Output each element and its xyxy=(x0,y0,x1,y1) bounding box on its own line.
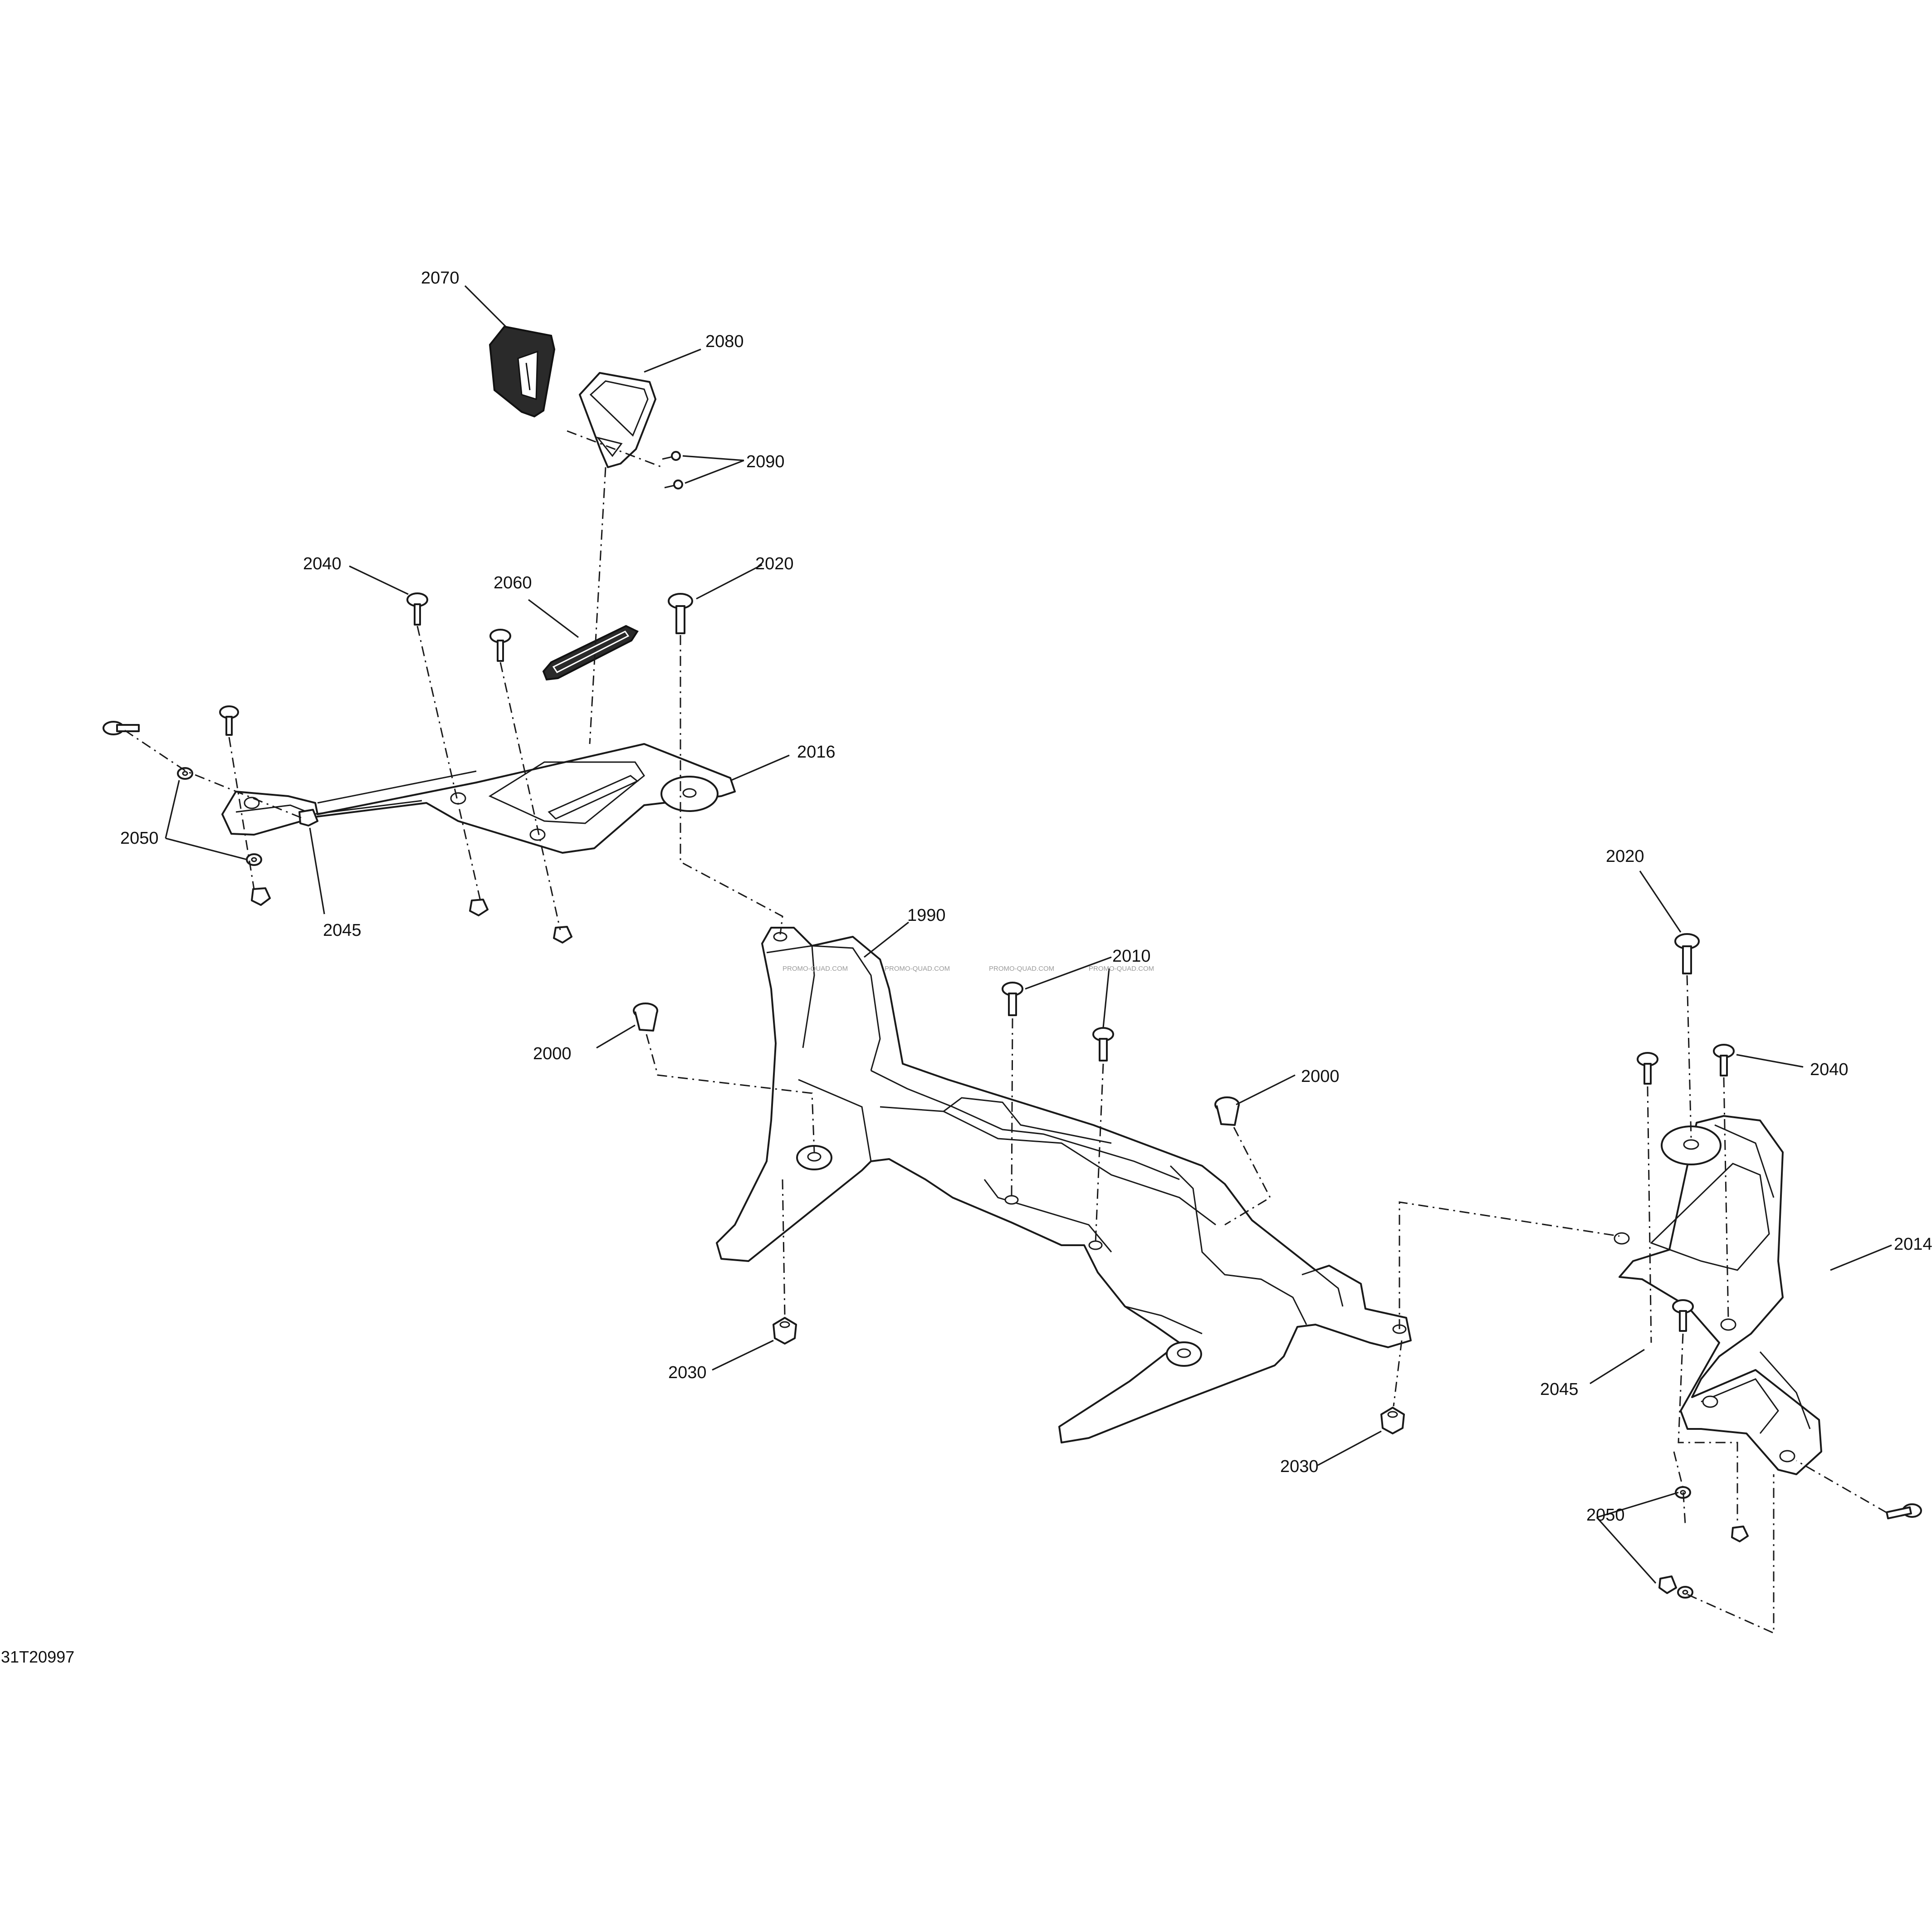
callout-2080-label: 2080 xyxy=(705,332,744,351)
part-2016-bracket xyxy=(221,743,736,854)
callout-2050-label-right: 2050 xyxy=(1586,1506,1625,1525)
part-2010-screws xyxy=(1002,982,1114,1061)
callout-2070-label: 2070 xyxy=(421,269,460,288)
callout-2060-label: 2060 xyxy=(494,573,532,592)
callout-2010-label: 2010 xyxy=(1112,947,1151,966)
part-2090-screws xyxy=(662,451,683,489)
callout-2016-label: 2016 xyxy=(797,743,836,762)
watermark-2: PROMO-QUAD.COM xyxy=(885,965,950,973)
callout-2045-label-left: 2045 xyxy=(323,921,362,940)
callout-2040-label-right: 2040 xyxy=(1810,1060,1849,1079)
part-2014-right-bracket xyxy=(1614,1115,1822,1475)
callout-2090-label: 2090 xyxy=(746,452,785,471)
part-2080-cap xyxy=(579,372,656,468)
callouts-placed: 2070 2080 2090 2040 2060 2020 2016 2050 … xyxy=(120,269,1932,1525)
callout-2045-label-right: 2045 xyxy=(1540,1380,1579,1399)
callout-2020-label-right: 2020 xyxy=(1606,847,1644,866)
part-2020-screw-left xyxy=(668,593,693,634)
assembly-lines xyxy=(124,430,1888,1634)
part-2060-pad xyxy=(542,625,639,681)
callout-2040-label-left: 2040 xyxy=(303,554,342,573)
callout-2000-label-right: 2000 xyxy=(1301,1067,1340,1086)
callout-2014-label: 2014 xyxy=(1894,1235,1932,1254)
part-2000-grommet-right xyxy=(1214,1096,1240,1126)
callout-2030-label-right: 2030 xyxy=(1280,1457,1319,1476)
leader-lines xyxy=(165,285,1892,1584)
part-2000-grommet-left xyxy=(633,1003,658,1032)
callout-2020-label-left: 2020 xyxy=(755,554,794,573)
callout-2030-label-left: 2030 xyxy=(668,1363,707,1382)
part-2070-cap xyxy=(489,325,556,418)
watermark-3: PROMO-QUAD.COM xyxy=(989,965,1054,973)
callout-1990-label: 1990 xyxy=(907,906,946,925)
diagram-reference-code: 31T20997 xyxy=(1,1648,74,1666)
watermarks: PROMO-QUAD.COM PROMO-QUAD.COM PROMO-QUAD… xyxy=(783,965,1154,973)
part-1990-main-frame xyxy=(716,927,1412,1443)
callout-2000-label-left: 2000 xyxy=(533,1044,572,1063)
watermark-1: PROMO-QUAD.COM xyxy=(783,965,848,973)
part-2030-nut-left xyxy=(773,1317,797,1345)
part-2040-screw-left xyxy=(406,592,428,626)
callout-2050-label-left: 2050 xyxy=(120,829,159,848)
watermark-4: PROMO-QUAD.COM xyxy=(1089,965,1154,973)
part-right-fasteners xyxy=(1638,934,1922,1599)
part-2040-screw-mid xyxy=(489,629,511,662)
part-2030-nut-right xyxy=(1380,1407,1405,1434)
